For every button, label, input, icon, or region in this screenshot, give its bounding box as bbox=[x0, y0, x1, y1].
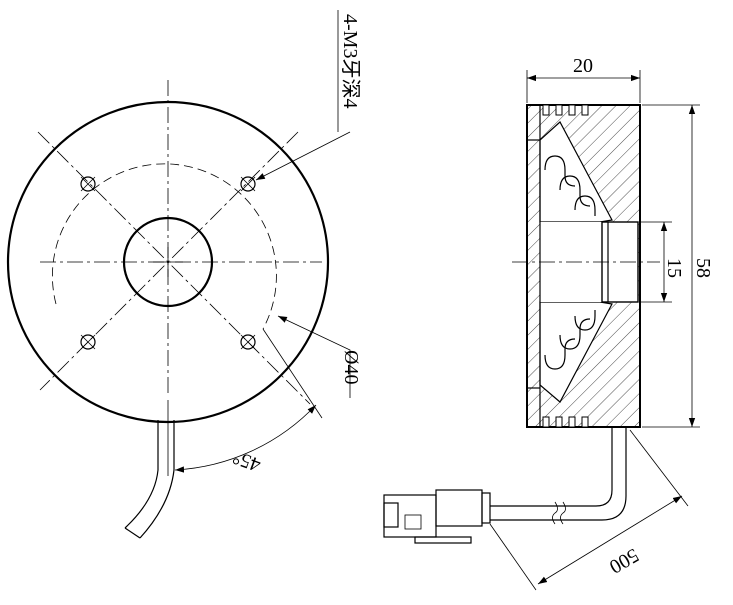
mounting-hole-top-right bbox=[240, 176, 256, 192]
bore-label: 15 bbox=[663, 258, 685, 278]
hole-callout-leader bbox=[255, 131, 351, 181]
mounting-hole-bottom-right bbox=[240, 334, 256, 350]
led-array-lower bbox=[544, 310, 596, 370]
angle-dimension-arc bbox=[174, 404, 317, 473]
mounting-hole-top-left bbox=[80, 176, 96, 192]
cable-length-ext-left bbox=[489, 523, 537, 591]
cooling-fins-top bbox=[542, 104, 589, 116]
angle-extension-line bbox=[262, 328, 323, 419]
height-label: 58 bbox=[692, 258, 714, 278]
cable-break-mark-2 bbox=[560, 501, 566, 525]
cooling-fins-bottom bbox=[542, 416, 589, 428]
front-cable-end bbox=[124, 527, 141, 539]
side-cable bbox=[490, 427, 613, 507]
diagonal-centerline-a bbox=[37, 131, 311, 405]
front-cable-2 bbox=[139, 420, 175, 539]
mounting-hole-bottom-left bbox=[80, 334, 96, 350]
diagonal-centerline-b bbox=[39, 131, 299, 391]
connector bbox=[383, 489, 491, 544]
cable-length-dimension-line bbox=[537, 495, 683, 585]
thickness-label: 20 bbox=[573, 55, 593, 77]
cable-length-label: 500 bbox=[606, 544, 643, 578]
cable-length-ext-right bbox=[629, 429, 689, 507]
led-array-upper bbox=[544, 155, 596, 216]
cable-break-mark bbox=[552, 501, 558, 525]
front-view: 4-M3牙深4 Ø40 45° bbox=[6, 10, 362, 539]
angle-label: 45° bbox=[230, 446, 264, 476]
diameter-leader bbox=[277, 315, 351, 398]
diameter-label: Ø40 bbox=[340, 350, 362, 384]
pitch-circle bbox=[52, 163, 277, 330]
front-cable bbox=[124, 420, 159, 529]
hole-callout-label: 4-M3牙深4 bbox=[339, 14, 362, 108]
side-view: 20 58 15 500 bbox=[383, 55, 714, 591]
